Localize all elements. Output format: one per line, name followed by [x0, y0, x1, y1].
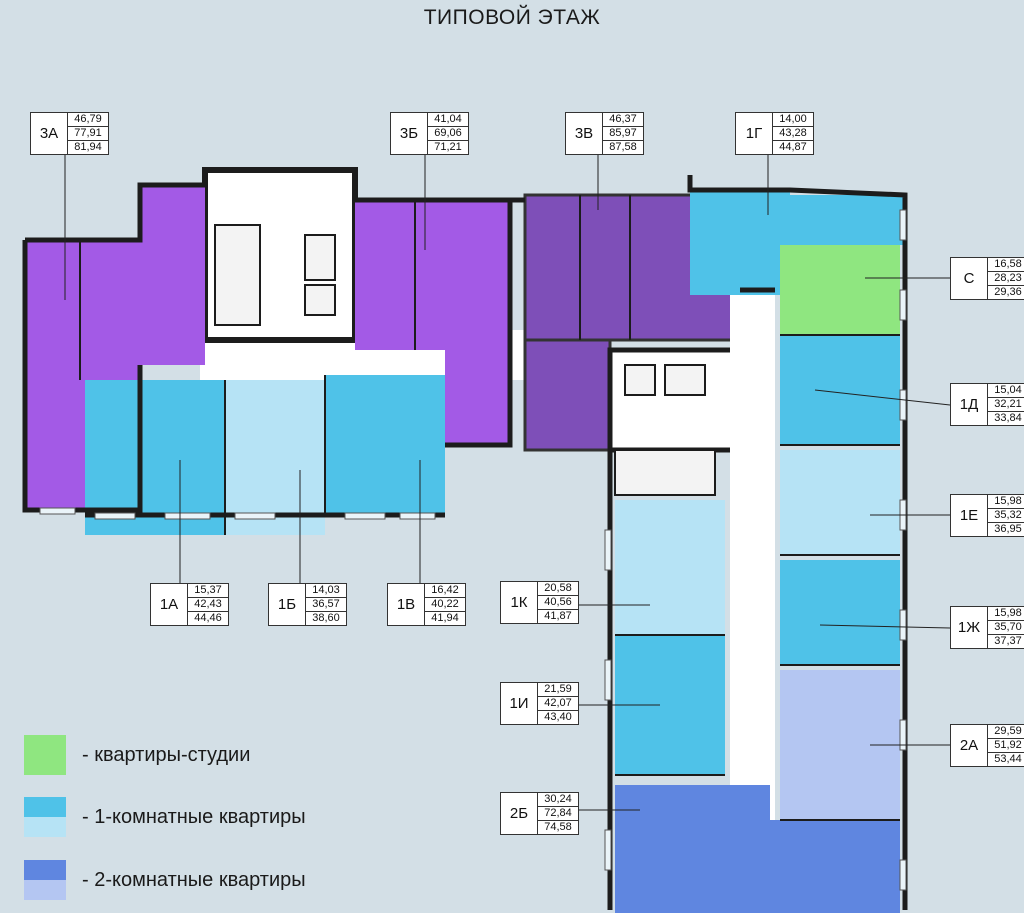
elevator-west-1: [304, 234, 336, 281]
windows: [39, 209, 907, 891]
apartment-1Zh: [780, 560, 900, 665]
apartment-3V-south: [523, 338, 612, 452]
legend-swatch: [24, 860, 66, 900]
apartment-1G-east: [790, 195, 905, 245]
apartment-2B: [615, 785, 770, 913]
apartment-1B: [225, 380, 325, 535]
apartment-1G: [690, 190, 790, 295]
apartment-1K: [615, 500, 725, 635]
stairs-central: [614, 449, 716, 496]
elevator-central-2: [664, 364, 706, 396]
legend-item-one-room: - 1-комнатные квартиры: [24, 797, 384, 837]
elevator-central-1: [624, 364, 656, 396]
apartment-1D: [780, 335, 900, 445]
apartment-3B: [355, 200, 510, 350]
elevator-west-2: [304, 284, 336, 316]
apartment-1V: [325, 375, 445, 515]
legend-item-studio: - квартиры-студии: [24, 735, 384, 775]
legend-swatch: [24, 797, 66, 837]
apartment-3A-north: [140, 185, 205, 365]
legend-item-two-room: - 2-комнатные квартиры: [24, 860, 384, 900]
apartment-C: [780, 245, 900, 335]
stairs-west: [214, 224, 261, 326]
interior-walls: [79, 195, 900, 821]
apartment-3B-south: [445, 340, 510, 445]
legend-swatch: [24, 735, 66, 775]
page-title: ТИПОВОЙ ЭТАЖ: [423, 6, 601, 29]
apartment-1E: [780, 450, 900, 555]
apartment-2B-east: [770, 820, 900, 913]
